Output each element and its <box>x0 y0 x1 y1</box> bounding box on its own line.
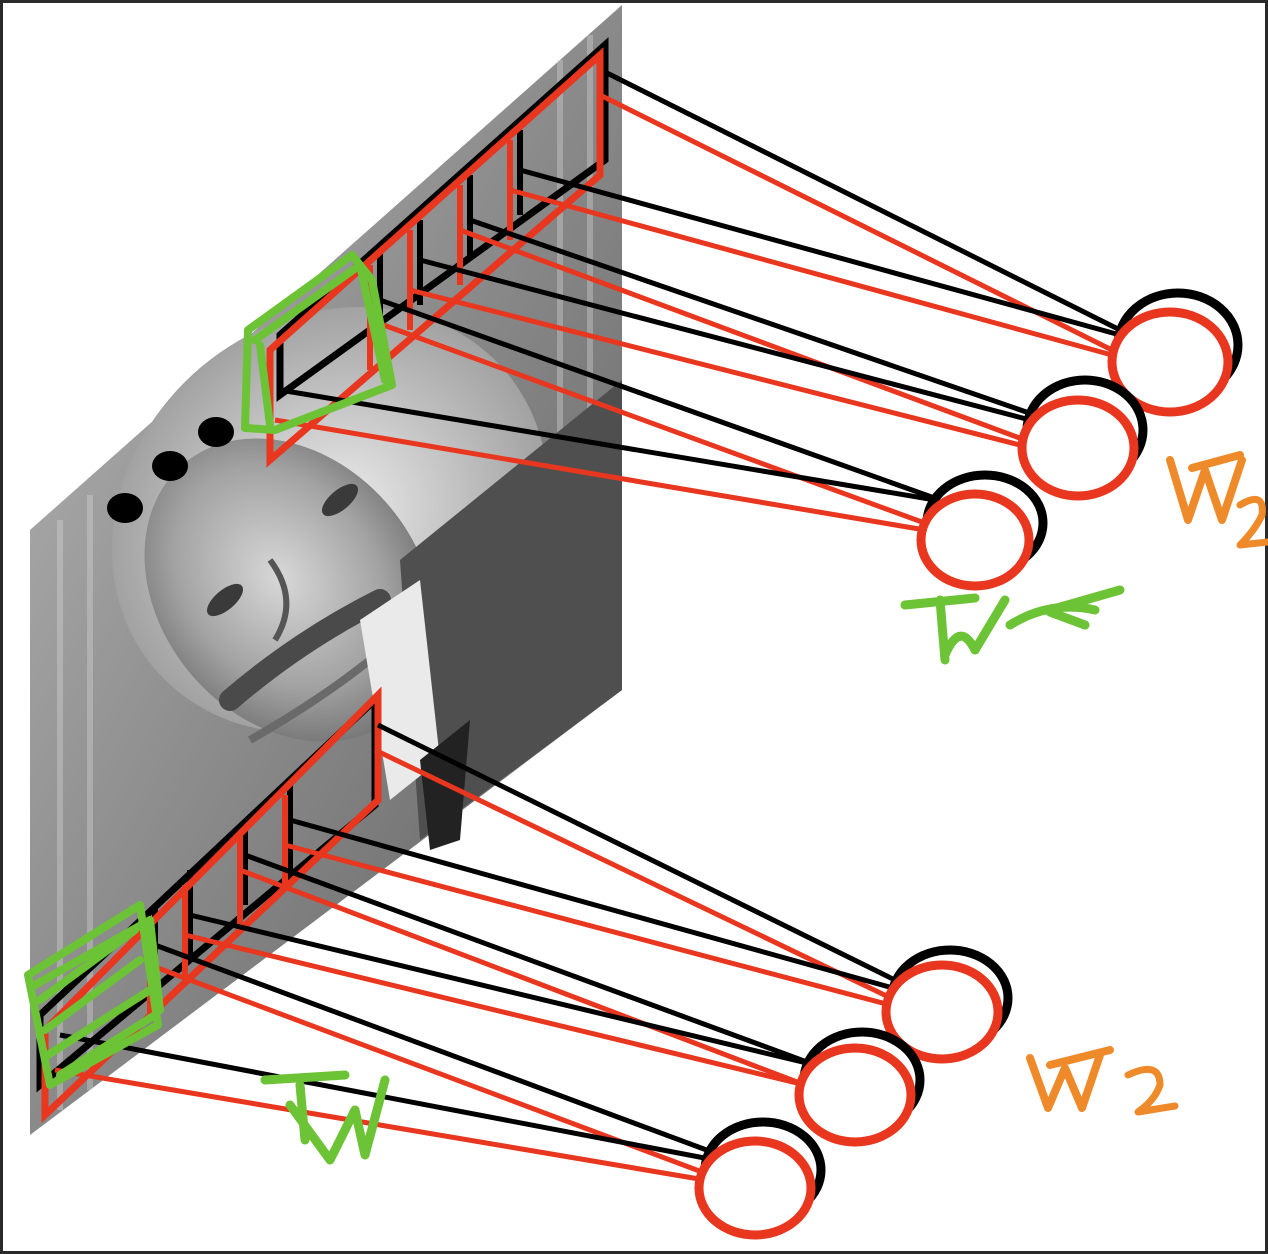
top-connections <box>274 69 1132 533</box>
top-neurons <box>916 288 1243 591</box>
top-green-label: w <box>900 585 1125 665</box>
bottom-green-highlight <box>24 901 164 1089</box>
top-orange-label: W2 <box>1166 451 1268 549</box>
neuron-bottom-2 <box>794 1027 925 1147</box>
ellipsis-dots-icon <box>107 417 234 523</box>
neuron-bottom-3 <box>694 1117 826 1240</box>
bottom-green-label: w <box>260 1070 390 1165</box>
bottom-orange-label: W2 <box>1026 1046 1179 1116</box>
top-green-highlight <box>241 251 396 434</box>
neuron-top-2 <box>1017 375 1148 501</box>
bottom-connections <box>54 722 907 1183</box>
bottom-neurons <box>694 945 1013 1240</box>
neuron-top-1 <box>1107 288 1243 417</box>
neuron-bottom-1 <box>881 945 1013 1064</box>
photo-portrait-icon <box>111 307 622 850</box>
neuron-top-3 <box>916 470 1048 591</box>
